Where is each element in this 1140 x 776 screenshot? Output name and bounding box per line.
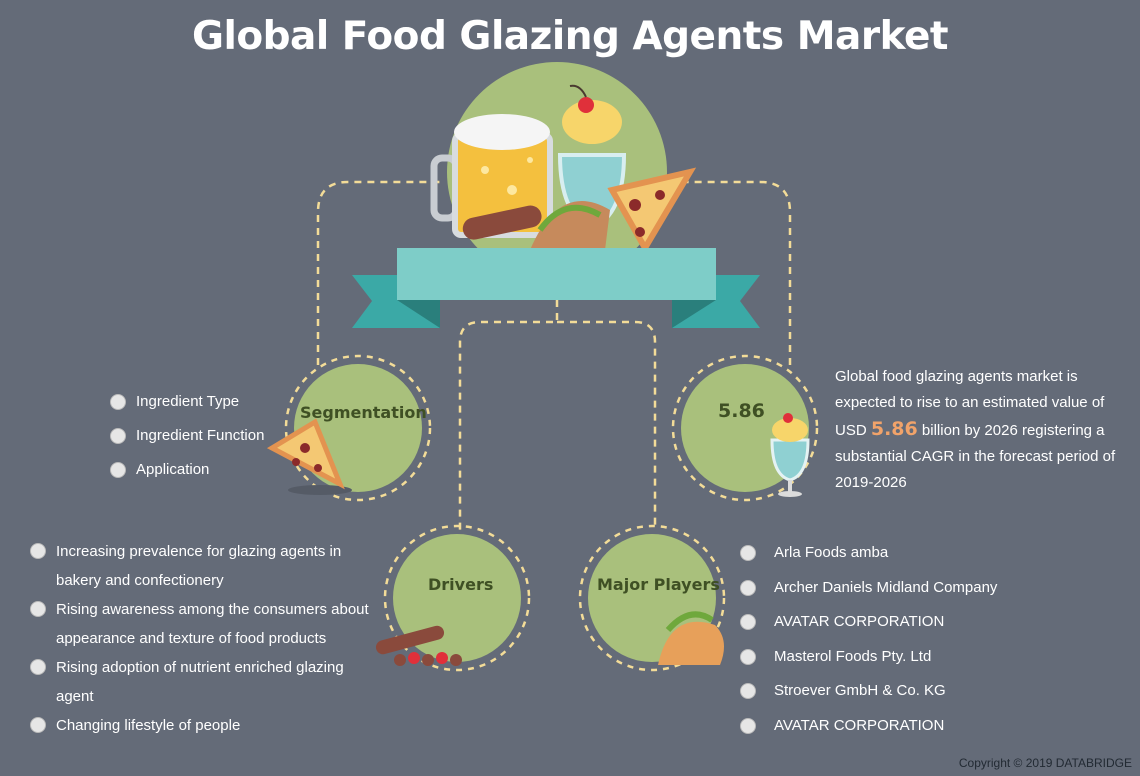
bullet-icon [740, 579, 756, 596]
market-description: Global food glazing agents market is exp… [835, 364, 1125, 496]
bullet-icon [30, 601, 46, 617]
bullet-icon [740, 683, 756, 699]
list-item: Stroever GmbH & Co. KG [740, 674, 997, 709]
item-text: Rising awareness among the consumers abo… [56, 601, 369, 647]
bullet-icon [110, 394, 126, 410]
food-illustration-icon [430, 84, 697, 254]
item-text: AVATAR CORPORATION [774, 716, 945, 734]
item-text: Ingredient Type [136, 393, 240, 410]
drivers-label: Drivers [428, 575, 494, 594]
bullet-icon [740, 717, 756, 734]
dessert-glass-icon [770, 413, 810, 497]
bullet-icon [110, 462, 126, 478]
bullet-icon [740, 545, 756, 561]
segmentation-label: Segmentation [300, 403, 427, 422]
list-item: Rising adoption of nutrient enriched gla… [30, 653, 380, 711]
players-list: Arla Foods amba Archer Daniels Midland C… [740, 536, 997, 743]
list-item: Archer Daniels Midland Company [740, 571, 997, 606]
page-title: Global Food Glazing Agents Market [191, 14, 949, 59]
pizza-icon [266, 418, 352, 495]
list-item: AVATAR CORPORATION [740, 709, 997, 744]
value-highlight: 5.86 [870, 418, 918, 440]
bullet-icon [30, 717, 46, 733]
copyright: Copyright © 2019 DATABRIDGE [958, 756, 1132, 770]
item-text: Rising adoption of nutrient enriched gla… [56, 659, 344, 705]
item-text: Arla Foods amba [774, 544, 889, 561]
list-item: Changing lifestyle of people [30, 711, 380, 740]
list-item: Ingredient Function [110, 419, 264, 453]
list-item: Increasing prevalence for glazing agents… [30, 537, 380, 595]
bullet-icon [30, 543, 46, 559]
list-item: AVATAR CORPORATION [740, 605, 997, 640]
value-label: 5.86 [718, 400, 765, 422]
connector-lines [316, 180, 792, 530]
desc-post: billion by 2026 registering a substantia… [835, 422, 1116, 491]
item-text: Application [136, 461, 210, 478]
item-text: Masterol Foods Pty. Ltd [774, 647, 932, 665]
item-text: Archer Daniels Midland Company [774, 578, 998, 596]
list-item: Application [110, 453, 264, 487]
list-item: Ingredient Type [110, 385, 264, 419]
drivers-list: Increasing prevalence for glazing agents… [30, 537, 380, 740]
bullet-icon [740, 614, 756, 630]
segmentation-list: Ingredient Type Ingredient Function Appl… [110, 385, 264, 487]
bullet-icon [740, 648, 756, 665]
skewer-icon [375, 625, 462, 666]
ribbon [397, 248, 716, 300]
bullet-icon [30, 659, 46, 675]
taco-icon [658, 611, 724, 665]
item-text: AVATAR CORPORATION [774, 613, 945, 630]
bullet-icon [110, 428, 126, 444]
item-text: Increasing prevalence for glazing agents… [56, 543, 342, 589]
desc-pre: Global food glazing agents market is exp… [835, 368, 1105, 439]
item-text: Changing lifestyle of people [56, 717, 241, 734]
item-text: Ingredient Function [136, 427, 265, 444]
item-text: Stroever GmbH & Co. KG [774, 682, 946, 699]
major-players-label: Major Players [597, 575, 720, 594]
list-item: Masterol Foods Pty. Ltd [740, 640, 997, 675]
list-item: Arla Foods amba [740, 536, 997, 571]
list-item: Rising awareness among the consumers abo… [30, 595, 380, 653]
